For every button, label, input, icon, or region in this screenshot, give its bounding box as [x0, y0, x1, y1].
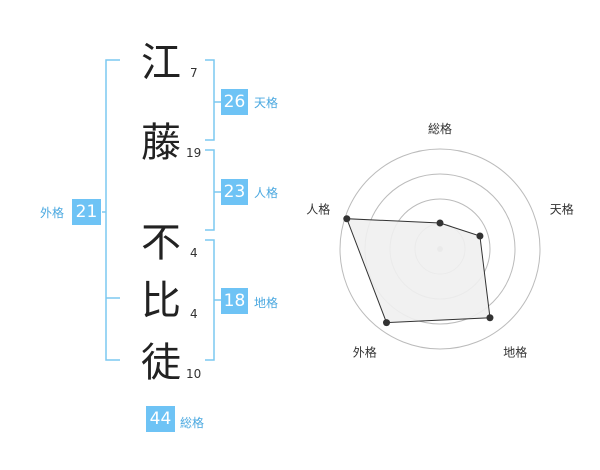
jinkaku-bracket: [205, 149, 215, 231]
name-char-4: 比: [141, 278, 181, 324]
jinkaku-label: 人格: [254, 186, 279, 200]
name-char-1: 江: [141, 40, 181, 86]
stroke-count-4: 4: [190, 307, 198, 321]
radar-point-1: [436, 219, 444, 227]
tenkaku-badge: 26: [221, 89, 248, 115]
radar-point-5: [343, 215, 351, 223]
tenkaku-bracket: [205, 59, 215, 141]
soukaku-label: 総格: [180, 416, 205, 430]
gaikaku-bracket: [105, 59, 120, 361]
jinkaku-badge: 23: [221, 179, 248, 205]
radar-point-3: [486, 314, 494, 322]
name-char-3: 不: [141, 220, 181, 266]
chikaku-badge: 18: [221, 288, 248, 314]
radar-axis-label-4: 外格: [353, 345, 377, 360]
radar-point-2: [476, 232, 484, 240]
radar-axis-label-2: 天格: [550, 201, 574, 216]
radar-ring-4: [339, 148, 541, 350]
gaikaku-label: 外格: [40, 206, 65, 220]
stroke-count-2: 19: [186, 146, 202, 160]
stroke-count-1: 7: [190, 66, 198, 80]
name-char-2: 藤: [141, 120, 181, 166]
radar-axis-label-5: 人格: [306, 201, 330, 216]
name-char-5: 徒: [141, 340, 181, 386]
tenkaku-label: 天格: [254, 96, 279, 110]
soukaku-badge: 44: [146, 406, 175, 432]
gaikaku-badge: 21: [72, 199, 101, 225]
radar-polygon: [346, 218, 491, 324]
radar-axis-label-1: 総格: [428, 121, 452, 136]
radar-axis-label-3: 地格: [503, 345, 527, 360]
radar-point-4: [383, 319, 391, 327]
stroke-count-5: 10: [186, 367, 202, 381]
stroke-count-3: 4: [190, 246, 198, 260]
chikaku-label: 地格: [254, 296, 279, 310]
